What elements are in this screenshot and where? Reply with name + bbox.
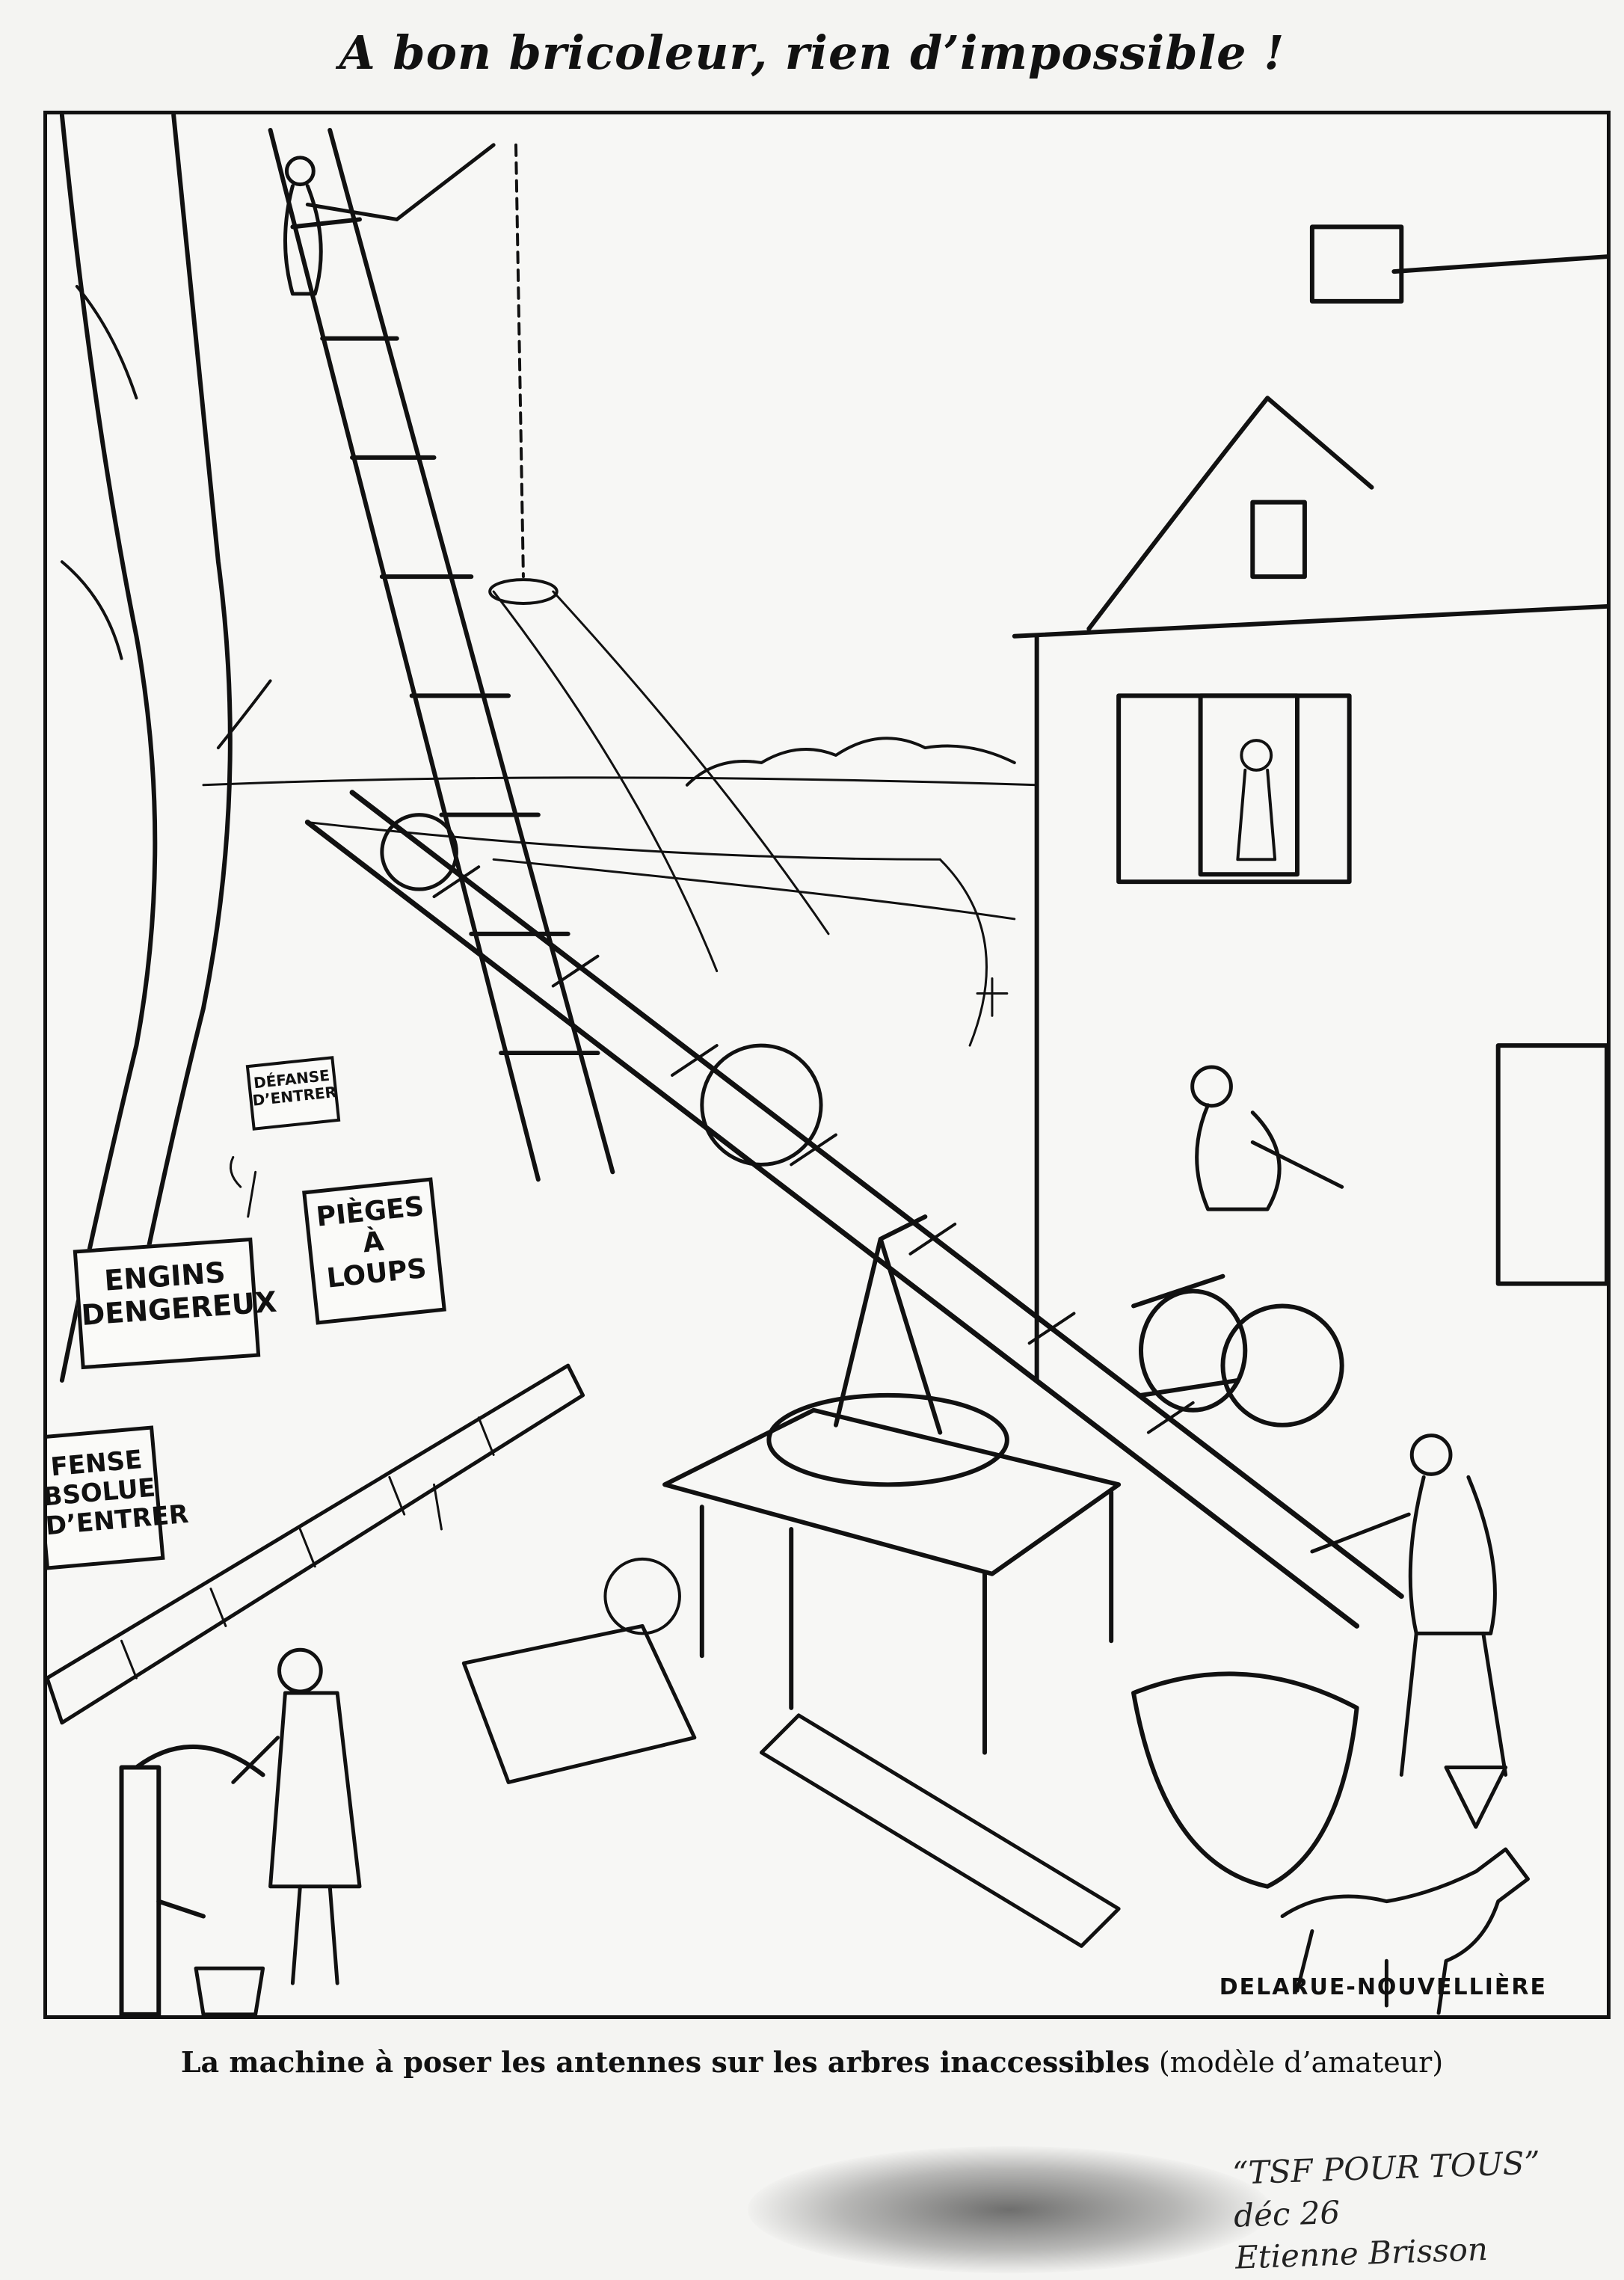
tool-box [461,1623,697,1784]
woman-at-pump [231,1647,362,1985]
distant-walker [976,977,1009,1017]
ground-plank [759,1713,1121,1948]
wooden-fence [47,1363,585,1725]
antenna-spreader [488,578,559,605]
bicycle-wheel-upper [380,813,458,891]
water-pump [119,1744,265,2015]
tree-trunk [59,114,158,1383]
tree-branch-3 [216,679,272,750]
man-at-winch [1190,1065,1344,1211]
woman-at-window [1236,739,1277,861]
turntable [766,1392,1009,1487]
tree-trunk-right [126,114,233,1346]
man-with-bucket [1310,1434,1508,1829]
ink-smudge [748,2146,1271,2273]
illustration-frame: ENGINS DENGEREUX PIÈGES À LOUPS DÉFANSE … [43,111,1611,2019]
antenna-chain [514,143,525,579]
sign-engins-text: ENGINS DENGEREUX [80,1256,278,1332]
distant-hills [685,737,1016,787]
boom-ladder [304,790,1404,1629]
bicycle-wheel-ground [603,1557,681,1635]
field-line-2 [492,858,1016,921]
horizon-line [202,776,1039,787]
tree-branch [75,285,138,400]
tall-ladder [268,128,615,1182]
sign-defanse-dentrer: DÉFANSE D’ENTRER [245,1056,341,1131]
page-title: A bon bricoleur, rien d’impossible ! [339,25,1285,80]
fence-posts [120,1416,495,1680]
caption-main: La machine à poser les antennes sur les … [180,2045,1150,2079]
sign-engins-dangereux: ENGINS DENGEREUX [73,1237,278,1370]
sign-pieges-text: PIÈGES À LOUPS [315,1190,428,1294]
winch-drum [1131,1273,1344,1428]
bucket-at-pump [194,1966,265,2015]
tree-branch-2 [60,560,123,660]
bicycle-wheel-middle [700,1043,823,1167]
artist-signature: DELARUE-NOUVELLIÈRE [1219,1974,1547,2000]
caption-sub: (modèle d’amateur) [1158,2046,1444,2079]
road-curve [938,858,988,1047]
handwritten-note: “TSF POUR TOUS” déc 26 Etienne Brisson [1231,2139,1610,2279]
dog [1280,1847,1530,2015]
antenna-wires [492,590,830,973]
sign-pieges-a-loups: PIÈGES À LOUPS [302,1177,446,1325]
handwritten-note-line1: “TSF POUR TOUS” déc 26 [1231,2144,1541,2234]
bathtub [1131,1671,1359,1889]
caption: La machine à poser les antennes sur les … [0,2045,1624,2079]
cartoon-illustration [47,114,1607,2015]
small-plant-1 [230,1155,257,1218]
sign-defense-absolue: FENSE BSOLUE D’ENTRER [43,1425,190,1570]
man-on-ladder [283,143,496,296]
machine-table [662,1407,1122,1755]
frame-trestle [833,1214,943,1435]
small-plant-2 [433,1483,443,1531]
house [1012,224,1607,1383]
sign-defense-absolue-text: FENSE BSOLUE D’ENTRER [43,1444,190,1542]
sign-defanse-text: DÉFANSE D’ENTRER [251,1066,338,1110]
